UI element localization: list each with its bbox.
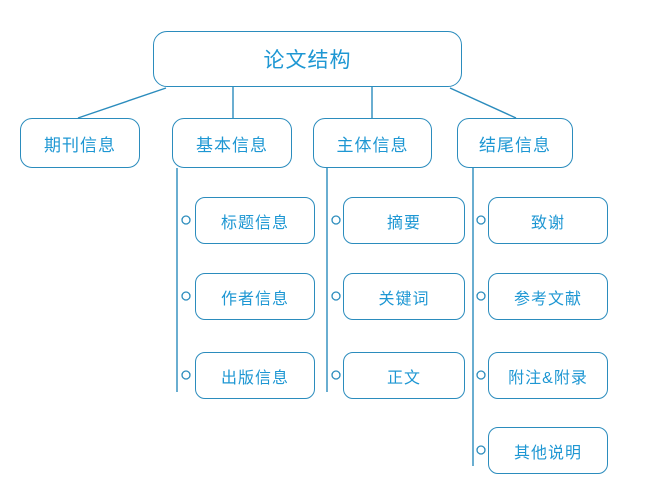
- node-title-info[interactable]: 标题信息: [195, 197, 315, 244]
- child-bullet-circle: [476, 445, 486, 455]
- child-bullet-circle: [331, 291, 341, 301]
- node-label: 参考文献: [513, 290, 582, 308]
- node-main-text[interactable]: 正文: [343, 352, 465, 399]
- node-root-label: 论文结构: [263, 49, 352, 72]
- node-other-notes[interactable]: 其他说明: [488, 427, 608, 474]
- node-label: 摘要: [386, 214, 421, 232]
- child-bullet-circle: [476, 215, 486, 225]
- node-basic-info[interactable]: 基本信息: [172, 118, 292, 168]
- node-label: 基本信息: [196, 135, 268, 155]
- node-publication-info[interactable]: 出版信息: [195, 352, 315, 399]
- node-journal-info[interactable]: 期刊信息: [20, 118, 140, 168]
- child-bullet-circle: [181, 215, 191, 225]
- node-root[interactable]: 论文结构: [153, 31, 462, 87]
- node-acknowledgements[interactable]: 致谢: [488, 197, 608, 244]
- node-label: 作者信息: [220, 290, 289, 308]
- node-label: 出版信息: [220, 369, 289, 387]
- node-label: 期刊信息: [44, 135, 116, 155]
- node-label: 附注&附录: [508, 369, 588, 387]
- node-label: 主体信息: [336, 135, 409, 155]
- node-keywords[interactable]: 关键词: [343, 273, 465, 320]
- edge-root-end: [449, 87, 517, 119]
- node-author-info[interactable]: 作者信息: [195, 273, 315, 320]
- node-label: 标题信息: [220, 214, 289, 232]
- child-bullet-circle: [331, 215, 341, 225]
- edge-root-journal: [77, 87, 167, 119]
- child-bullet-circle: [181, 291, 191, 301]
- node-label: 其他说明: [513, 444, 582, 462]
- node-notes-appendix[interactable]: 附注&附录: [488, 352, 608, 399]
- node-label: 关键词: [378, 290, 430, 308]
- child-bullet-circle: [181, 370, 191, 380]
- node-references[interactable]: 参考文献: [488, 273, 608, 320]
- node-label: 致谢: [530, 214, 565, 232]
- child-bullet-circle: [331, 370, 341, 380]
- node-abstract[interactable]: 摘要: [343, 197, 465, 244]
- node-ending-info[interactable]: 结尾信息: [457, 118, 573, 168]
- child-bullet-circle: [476, 291, 486, 301]
- node-label: 正文: [386, 369, 421, 387]
- child-bullet-circle: [476, 370, 486, 380]
- node-label: 结尾信息: [479, 135, 551, 155]
- node-main-body-info[interactable]: 主体信息: [313, 118, 432, 168]
